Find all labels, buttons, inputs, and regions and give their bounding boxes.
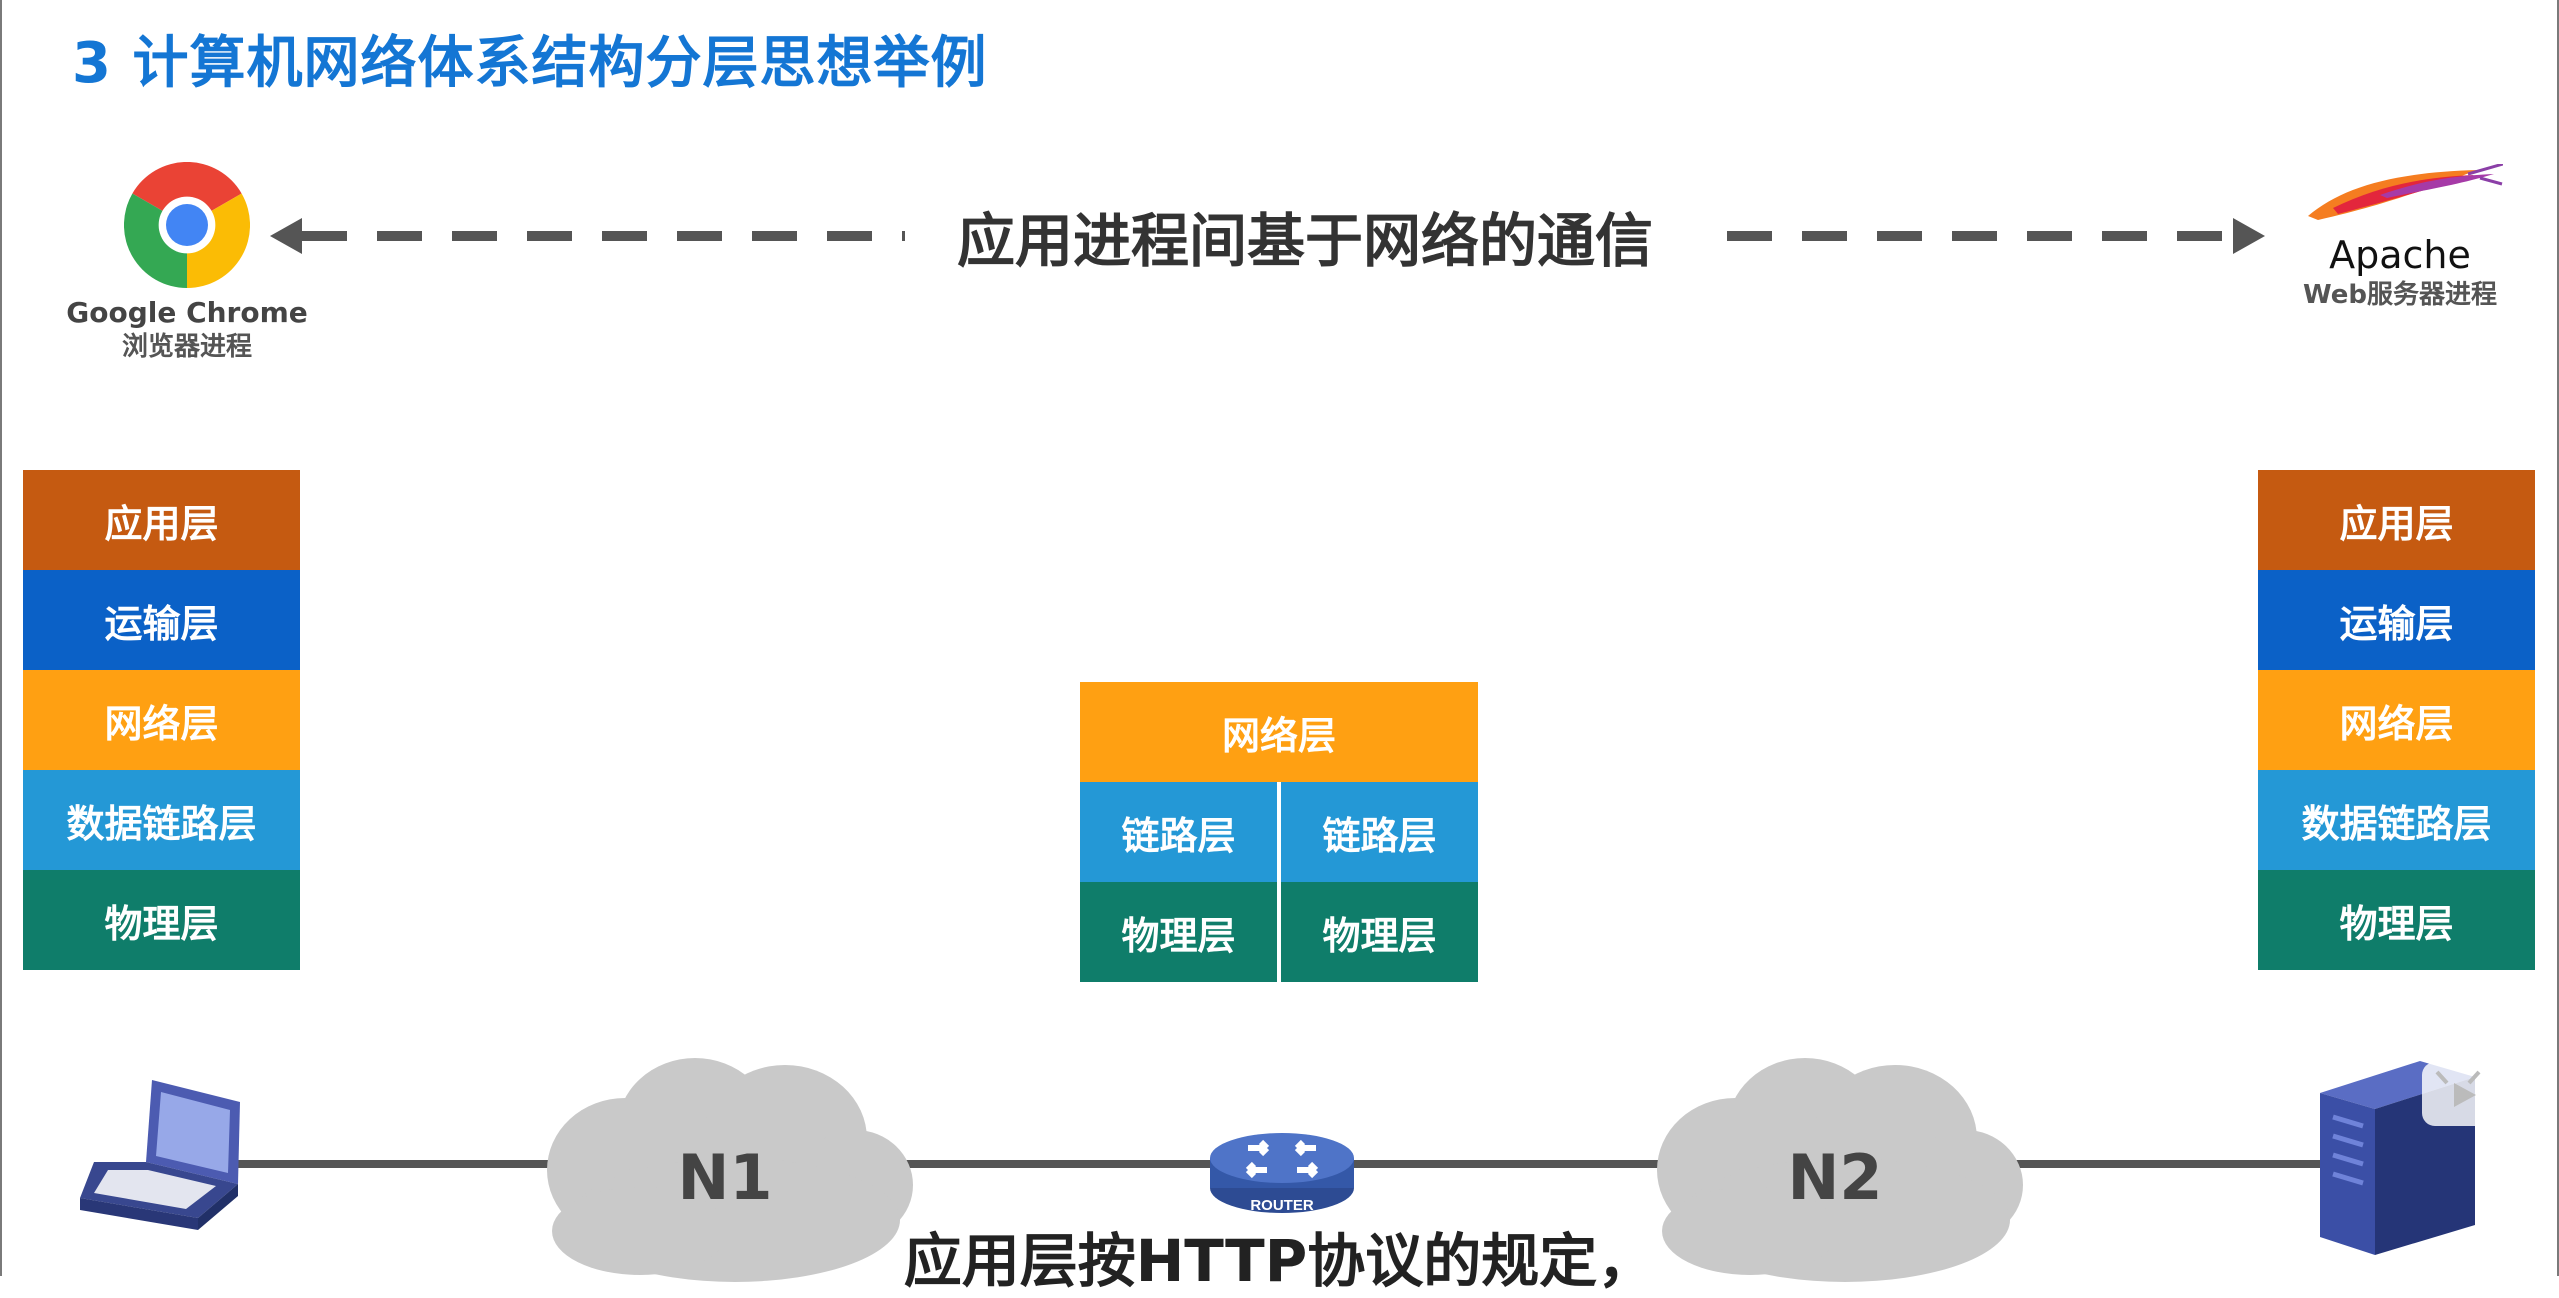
client-layer-network: 网络层	[23, 670, 300, 770]
server-layer-application: 应用层	[2258, 470, 2535, 570]
server-layer-transport: 运输层	[2258, 570, 2535, 670]
network-cloud-n1: N1	[530, 1055, 920, 1289]
laptop-icon	[80, 1080, 240, 1230]
router-icon: ROUTER	[1210, 1133, 1354, 1214]
router-link-row: 链路层 链路层	[1080, 782, 1478, 882]
server-layer-physical: 物理层	[2258, 870, 2535, 970]
router-physical-row: 物理层 物理层	[1080, 882, 1478, 982]
client-layer-physical: 物理层	[23, 870, 300, 970]
client-protocol-stack: 应用层 运输层 网络层 数据链路层 物理层	[23, 470, 300, 970]
right-edge-line	[2557, 0, 2559, 1276]
client-app-name: Google Chrome	[66, 296, 308, 329]
network-cloud-n2: N2	[1640, 1055, 2030, 1289]
video-play-icon[interactable]	[2418, 1055, 2518, 1133]
server-app-block: Apache Web服务器进程	[2265, 164, 2535, 312]
cloud-n2-shape	[1657, 1058, 2023, 1282]
router-layer-physical-left: 物理层	[1080, 882, 1277, 982]
server-protocol-stack: 应用层 运输层 网络层 数据链路层 物理层	[2258, 470, 2535, 970]
router-layer-physical-right: 物理层	[1281, 882, 1478, 982]
router-label: ROUTER	[1250, 1197, 1314, 1214]
router-layer-link-left: 链路层	[1080, 782, 1277, 882]
communication-label: 应用进程间基于网络的通信	[905, 194, 1705, 278]
cloud-n2-label: N2	[1787, 1141, 1883, 1214]
client-app-block: Google Chrome 浏览器进程	[62, 162, 312, 364]
router-layer-network: 网络层	[1080, 682, 1478, 782]
client-layer-data-link: 数据链路层	[23, 770, 300, 870]
server-app-role: Web服务器进程	[2303, 280, 2497, 310]
apache-feather-icon	[2307, 164, 2503, 220]
cloud-n1-label: N1	[677, 1141, 773, 1214]
router-protocol-stack: 网络层 链路层 链路层 物理层 物理层	[1080, 682, 1478, 982]
server-layer-data-link: 数据链路层	[2258, 770, 2535, 870]
video-subtitle: 应用层按HTTP协议的规定，	[903, 1227, 1656, 1295]
server-app-name: Apache	[2329, 233, 2471, 277]
cloud-n1-shape	[547, 1058, 913, 1282]
client-layer-transport: 运输层	[23, 570, 300, 670]
client-layer-application: 应用层	[23, 470, 300, 570]
router-layer-link-right: 链路层	[1281, 782, 1478, 882]
chrome-icon	[124, 162, 250, 288]
client-app-role: 浏览器进程	[121, 332, 252, 362]
left-edge-line	[0, 0, 2, 1276]
communication-arrow	[270, 218, 2265, 254]
page-title: 3 计算机网络体系结构分层思想举例	[72, 31, 988, 96]
server-layer-network: 网络层	[2258, 670, 2535, 770]
